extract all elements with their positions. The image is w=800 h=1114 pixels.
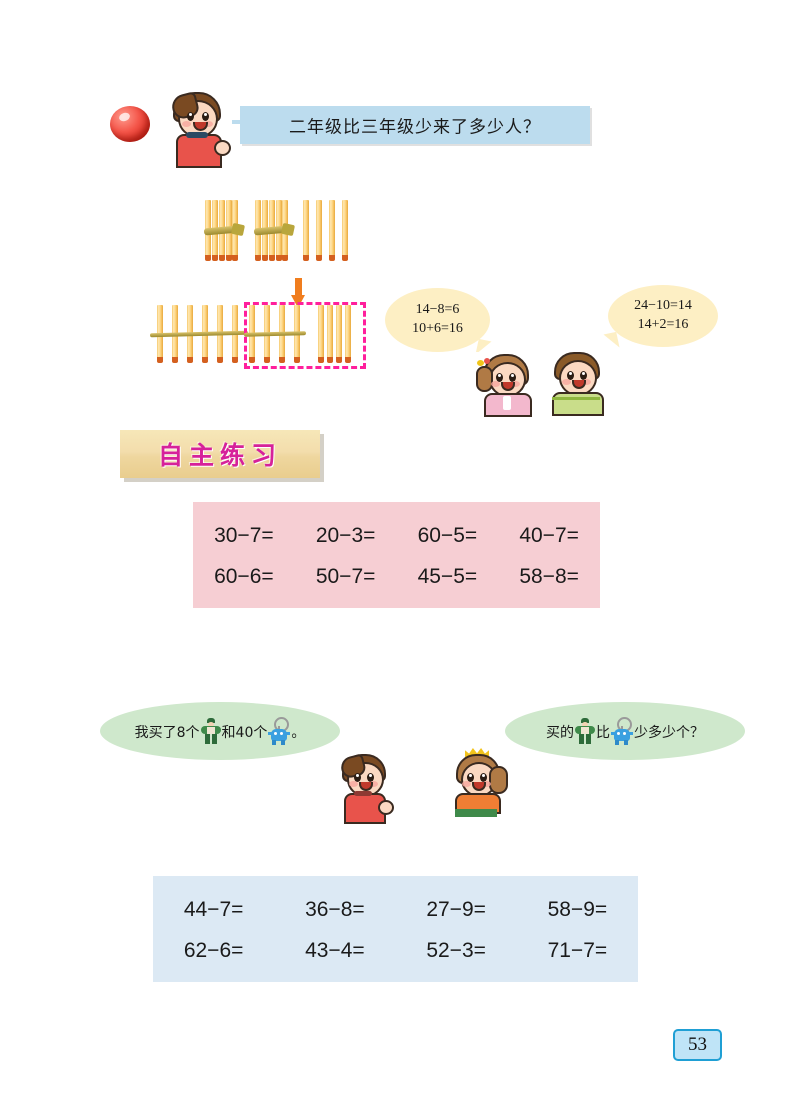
exercise-item: 50−7= (315, 565, 376, 588)
top-question-row: 二年级比三年级少来了多少人？ (110, 88, 590, 168)
loose-sticks-group (303, 200, 351, 261)
speech-tail (232, 120, 244, 124)
exercise-item: 52−3= (426, 939, 486, 962)
exercise-row: 44−7= 36−8= 27−9= 58−9= (153, 898, 638, 922)
word-problem-bubble-right: 买的 比 少多少个？ (505, 702, 745, 760)
bubble-boy-lines: 24−10=14 14+2=16 (608, 297, 718, 335)
exercise-item: 60−6= (214, 565, 274, 588)
sticks-right-group (318, 305, 358, 363)
exercise-row: 62−6= 43−4= 52−3= 71−7= (153, 939, 638, 963)
word-problem-right-suffix: 少多少个？ (634, 725, 704, 741)
sticks-top-row (203, 200, 355, 262)
word-problem-bubble-left: 我买了8个 和40个 。 (100, 702, 340, 760)
question-text: 二年级比三年级少来了多少人？ (289, 117, 541, 138)
bubble-girl-line-1: 14−8=6 (415, 302, 460, 318)
word-problem-left-suffix: 。 (291, 725, 306, 741)
practice-heading: 自主练习 (157, 441, 282, 470)
bubble-boy-line-2: 14+2=16 (637, 317, 689, 332)
girl-pink-illustration (475, 352, 537, 417)
exercise-row: 60−6= 50−7= 45−5= 58−8= (193, 565, 600, 589)
page-number-badge: 53 (673, 1029, 722, 1061)
exercise-box-pink: 30−7= 20−3= 60−5= 40−7= 60−6= 50−7= 45−5… (193, 502, 600, 608)
word-problem-right-text: 买的 比 少多少个？ (505, 717, 745, 745)
exercise-item: 62−6= (183, 939, 244, 962)
exercise-item: 36−8= (305, 898, 365, 921)
exercise-row: 30−7= 20−3= 60−5= 40−7= (193, 524, 600, 548)
exercise-item: 27−9= (426, 898, 486, 921)
word-problem-left-prefix: 我买了8个 (134, 725, 200, 741)
sticks-bottom-row (149, 302, 366, 369)
practice-section-banner: 自主练习 (120, 430, 320, 478)
word-problem-right-prefix: 买的 (546, 725, 574, 741)
exercise-item: 30−7= (214, 524, 274, 547)
exercise-item: 44−7= (183, 898, 244, 921)
stick-bundle-1 (203, 200, 246, 261)
girl-crown-orange-illustration (445, 748, 508, 818)
question-banner: 二年级比三年级少来了多少人？ (240, 106, 590, 144)
stick-bundle-2 (253, 200, 296, 261)
bubble-girl-lines: 14−8=6 10+6=16 (385, 301, 490, 339)
exercise-item: 20−3= (315, 524, 376, 547)
page-number-text: 53 (688, 1034, 707, 1055)
exercise-item: 71−7= (547, 939, 608, 962)
exercise-item: 45−5= (417, 565, 478, 588)
blue-keychain-icon (611, 717, 633, 745)
boy-green-illustration (545, 350, 607, 416)
exercise-item: 58−8= (519, 565, 579, 588)
word-problem-left-text: 我买了8个 和40个 。 (100, 717, 340, 745)
word-problem-left-middle: 和40个 (221, 725, 268, 741)
green-soldier-toy-icon (200, 718, 221, 744)
green-soldier-toy-icon (575, 718, 595, 744)
exercise-item: 60−5= (417, 524, 478, 547)
sticks-left-group (149, 305, 249, 363)
exercise-item: 43−4= (305, 939, 365, 962)
blue-keychain-icon (268, 717, 291, 745)
boy-red-shirt-illustration-lower (332, 752, 394, 824)
bubble-girl-line-2: 10+6=16 (412, 321, 463, 336)
boy-red-shirt-illustration (160, 88, 231, 168)
sticks-selected-group (243, 305, 307, 363)
word-problem-right-middle: 比 (596, 725, 610, 741)
exercise-item: 40−7= (519, 524, 579, 547)
bubble-boy-line-1: 24−10=14 (634, 298, 692, 314)
exercise-box-blue: 44−7= 36−8= 27−9= 58−9= 62−6= 43−4= 52−3… (153, 876, 638, 982)
red-ball-icon (110, 106, 150, 142)
thought-bubble-boy: 24−10=14 14+2=16 (608, 285, 718, 347)
thought-bubble-girl: 14−8=6 10+6=16 (385, 288, 490, 352)
exercise-item: 58−9= (547, 898, 608, 921)
